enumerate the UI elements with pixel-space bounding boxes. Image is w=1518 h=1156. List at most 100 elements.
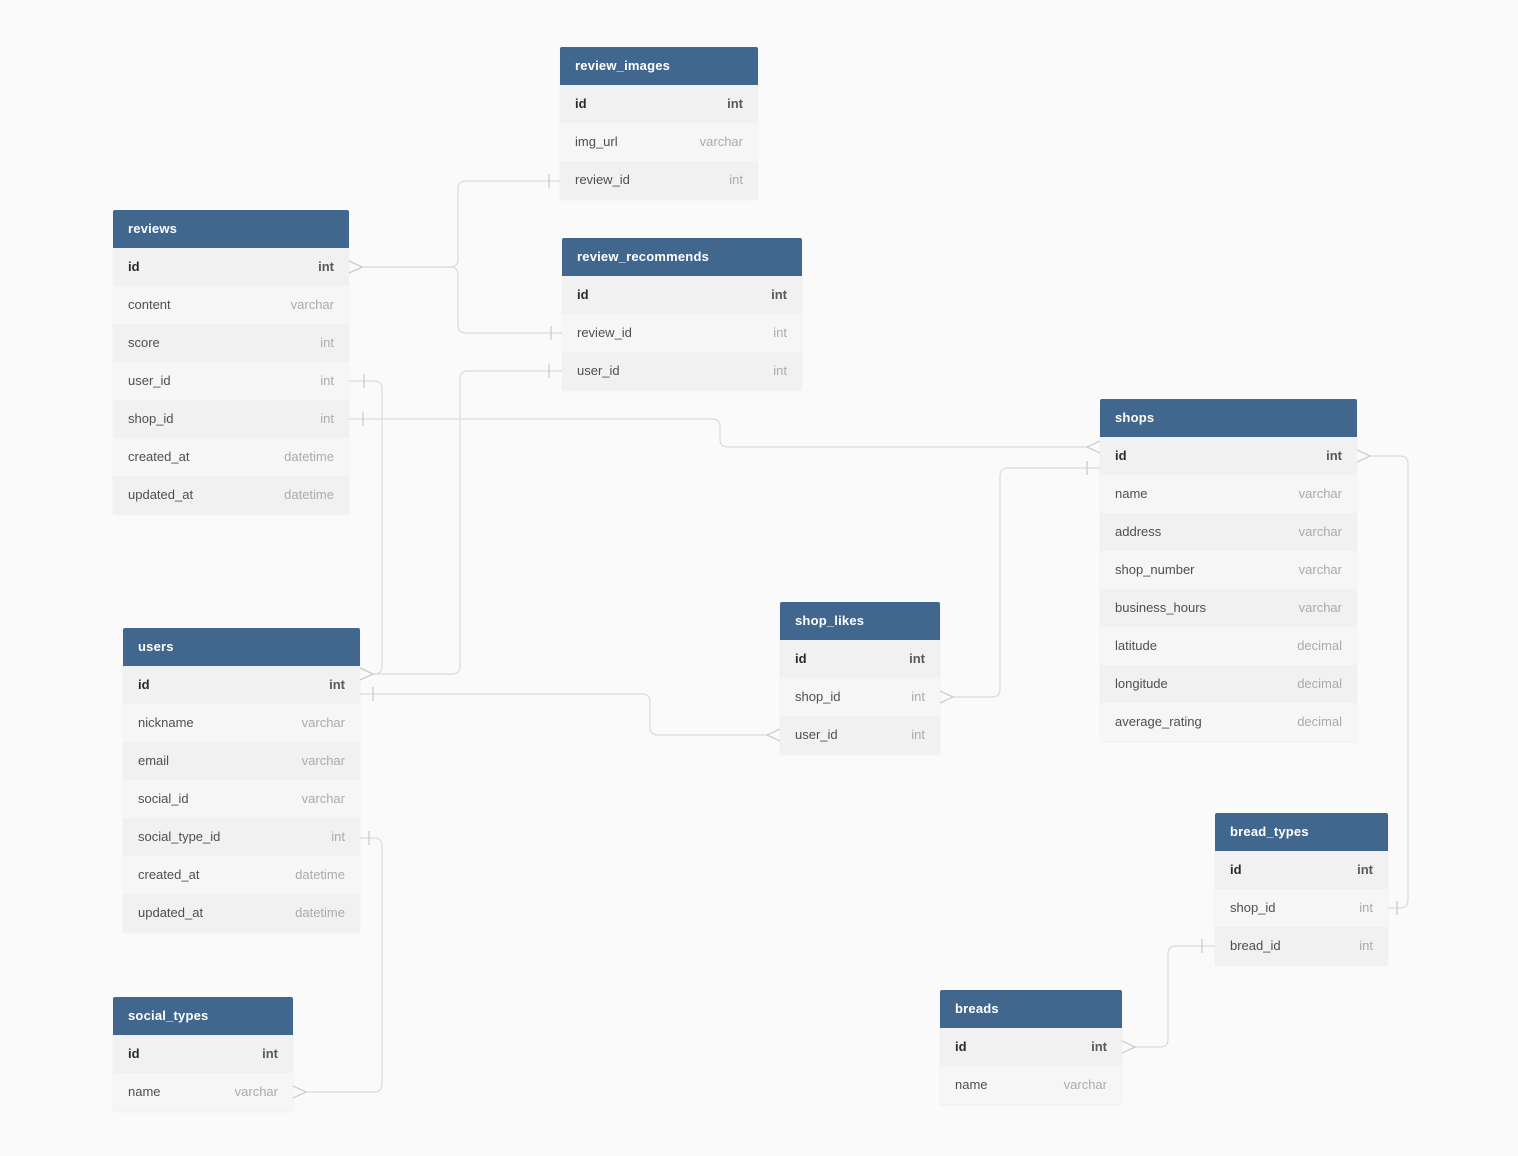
field-name: email: [138, 753, 170, 768]
field-type: int: [329, 677, 345, 692]
field-type: datetime: [284, 449, 334, 464]
field-type: int: [729, 172, 743, 187]
field-name: latitude: [1115, 638, 1157, 653]
field-type: int: [773, 325, 787, 340]
crow-foot-marker: [348, 260, 364, 274]
field-row-review_recommends-review_id: review_id int: [562, 314, 802, 352]
field-name: id: [128, 259, 140, 274]
field-name: review_id: [577, 325, 632, 340]
relationship-bread_types.bread_id-to-breads.id: [1121, 939, 1215, 1054]
table-header-bread_types[interactable]: bread_types: [1215, 813, 1388, 851]
field-type: int: [1091, 1039, 1107, 1054]
field-type: int: [1359, 900, 1373, 915]
field-name: shop_number: [1115, 562, 1195, 577]
field-row-review_images-img_url: img_url varchar: [560, 123, 758, 161]
crow-foot-marker: [1121, 1040, 1137, 1054]
field-type: int: [320, 335, 334, 350]
field-type: datetime: [295, 905, 345, 920]
table-header-users[interactable]: users: [123, 628, 360, 666]
crow-foot-marker: [292, 1085, 308, 1099]
field-name: id: [955, 1039, 967, 1054]
field-type: int: [331, 829, 345, 844]
field-row-users-nickname: nickname varchar: [123, 704, 360, 742]
field-row-breads-id: id int: [940, 1028, 1122, 1066]
field-type: decimal: [1297, 714, 1342, 729]
relationship-shop_likes.user_id-to-users.id: [360, 687, 781, 742]
field-type: int: [771, 287, 787, 302]
field-row-reviews-score: score int: [113, 324, 349, 362]
field-type: int: [320, 373, 334, 388]
table-header-review_images[interactable]: review_images: [560, 47, 758, 85]
field-name: id: [795, 651, 807, 666]
table-header-reviews[interactable]: reviews: [113, 210, 349, 248]
crow-foot-marker: [359, 667, 375, 681]
field-name: nickname: [138, 715, 194, 730]
field-type: varchar: [1298, 562, 1342, 577]
field-name: name: [1115, 486, 1148, 501]
field-name: business_hours: [1115, 600, 1207, 615]
field-name: id: [575, 96, 587, 111]
crow-foot-marker: [1356, 449, 1372, 463]
field-type: decimal: [1297, 676, 1342, 691]
table-header-social_types[interactable]: social_types: [113, 997, 293, 1035]
field-row-bread_types-shop_id: shop_id int: [1215, 889, 1388, 927]
relationship-line: [1135, 945, 1215, 1048]
field-name: name: [955, 1077, 988, 1092]
relationship-line: [362, 180, 560, 268]
table-header-breads[interactable]: breads: [940, 990, 1122, 1028]
table-header-review_recommends[interactable]: review_recommends: [562, 238, 802, 276]
field-type: int: [1326, 448, 1342, 463]
field-name: shop_id: [1230, 900, 1276, 915]
field-type: decimal: [1297, 638, 1342, 653]
field-row-shops-shop_number: shop_number varchar: [1100, 551, 1357, 589]
relationship-line: [953, 467, 1100, 698]
field-type: varchar: [301, 715, 345, 730]
table-header-shops[interactable]: shops: [1100, 399, 1357, 437]
field-name: name: [128, 1084, 161, 1099]
table-header-shop_likes[interactable]: shop_likes: [780, 602, 940, 640]
field-name: img_url: [575, 134, 618, 149]
field-row-shops-latitude: latitude decimal: [1100, 627, 1357, 665]
field-row-reviews-id: id int: [113, 248, 349, 286]
field-row-users-id: id int: [123, 666, 360, 704]
field-type: int: [911, 689, 925, 704]
relationship-review_recommends.user_id-to-users.id: [359, 364, 562, 681]
field-name: social_id: [138, 791, 189, 806]
field-type: int: [318, 259, 334, 274]
field-type: datetime: [284, 487, 334, 502]
field-type: varchar: [699, 134, 743, 149]
field-name: score: [128, 335, 160, 350]
field-type: varchar: [234, 1084, 278, 1099]
field-type: int: [909, 651, 925, 666]
field-type: int: [262, 1046, 278, 1061]
field-type: varchar: [1298, 600, 1342, 615]
field-name: id: [138, 677, 150, 692]
field-name: average_rating: [1115, 714, 1202, 729]
crow-foot-marker: [348, 260, 364, 274]
relationship-line: [360, 693, 767, 736]
crow-foot-marker: [359, 667, 375, 681]
field-row-shops-business_hours: business_hours varchar: [1100, 589, 1357, 627]
